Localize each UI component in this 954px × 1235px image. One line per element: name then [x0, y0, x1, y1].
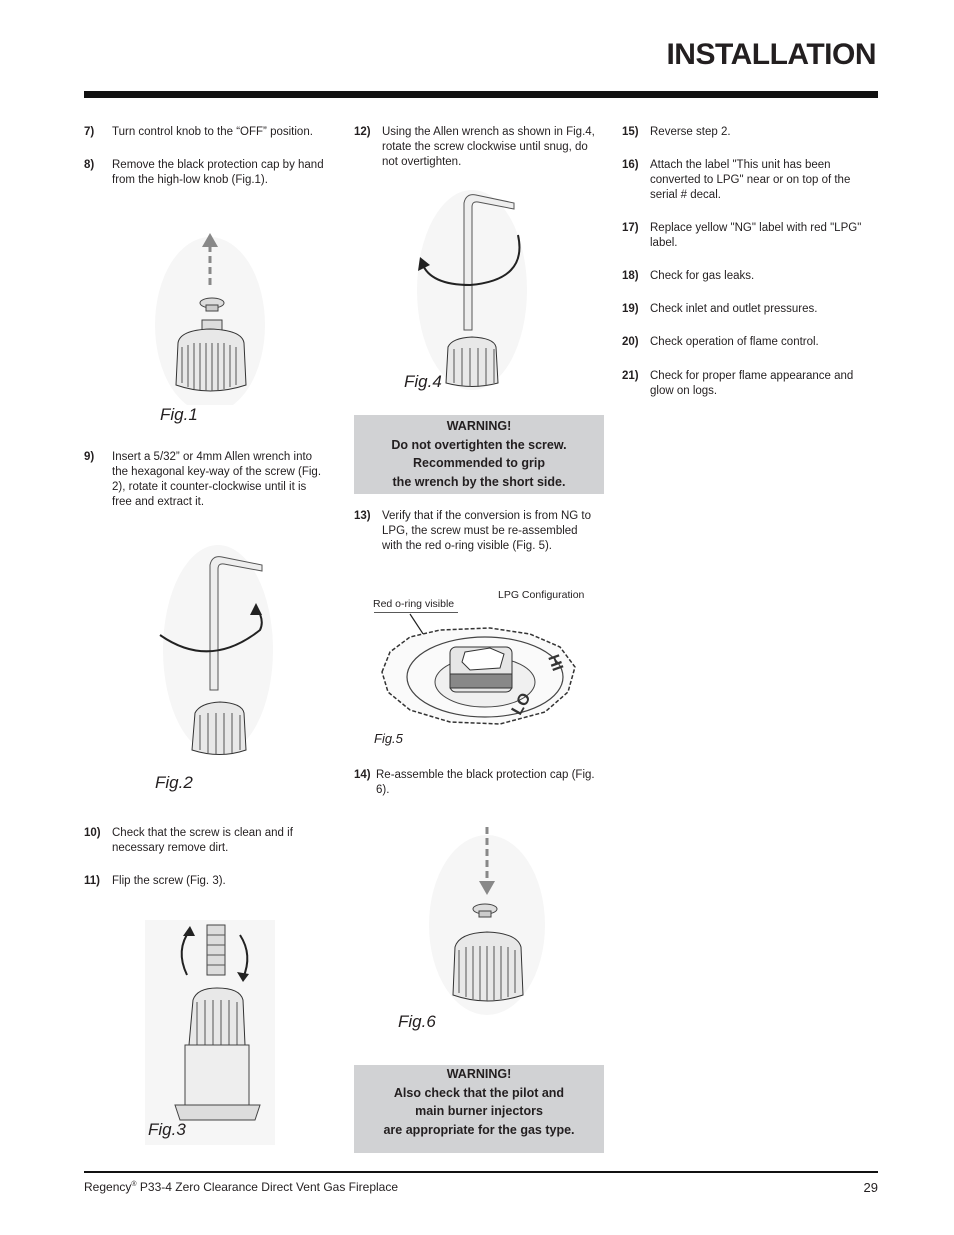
step-19: 19) Check inlet and outlet pressures.	[622, 302, 867, 317]
footer-product-name: P33-4 Zero Clearance Direct Vent Gas Fir…	[139, 1180, 399, 1194]
fig2-illustration	[159, 545, 273, 755]
step-9: 9) Insert a 5/32” or 4mm Allen wrench in…	[84, 450, 329, 510]
step-text: Re-assemble the black protection cap (Fi…	[376, 769, 595, 796]
step-number: 10)	[84, 827, 101, 839]
footer-brand: Regency	[84, 1180, 132, 1194]
fig3-label: Fig.3	[148, 1120, 186, 1139]
warning-text: are appropriate for the gas type.	[383, 1122, 575, 1137]
step-21: 21) Check for proper flame appearance an…	[622, 369, 867, 399]
step-text: Replace yellow "NG" label with red "LPG"…	[650, 222, 862, 249]
footer-product: Regency® P33-4 Zero Clearance Direct Ven…	[84, 1180, 398, 1194]
step-number: 12)	[354, 126, 371, 138]
fig5-label: Fig.5	[374, 731, 403, 746]
step-number: 11)	[84, 875, 100, 887]
warning-box-1: WARNING! Do not overtighten the screw. R…	[354, 415, 604, 494]
step-number: 16)	[622, 159, 639, 171]
step-number: 15)	[622, 126, 639, 138]
step-number: 14)	[354, 769, 371, 781]
fig5-caption-left: Red o-ring visible	[373, 598, 455, 610]
step-text: Check operation of flame control.	[650, 336, 819, 348]
step-14: 14) Re-assemble the black protection cap…	[354, 768, 599, 798]
warning-text: Recommended to grip	[413, 456, 545, 470]
fig6-illustration	[429, 827, 545, 1015]
step-text: Verify that if the conversion is from NG…	[382, 510, 591, 552]
step-text: Check for proper flame appearance and gl…	[650, 370, 854, 397]
fig5-caption-right: LPG Configuration	[498, 589, 585, 601]
step-number: 17)	[622, 222, 639, 234]
fig4-label: Fig.4	[404, 372, 442, 391]
page-title: INSTALLATION	[666, 38, 876, 71]
step-number: 21)	[622, 370, 639, 382]
warning-text: Also check that the pilot and	[393, 1085, 565, 1100]
step-13: 13) Verify that if the conversion is fro…	[354, 509, 599, 554]
step-18: 18) Check for gas leaks.	[622, 269, 867, 284]
warning-box-2: WARNING! Also check that the pilot and m…	[354, 1065, 604, 1153]
step-text: Check for gas leaks.	[650, 270, 755, 282]
step-number: 8)	[84, 159, 95, 171]
registered-mark: ®	[131, 1181, 137, 1188]
warning-text: main burner injectors	[415, 1104, 543, 1118]
step-text: Turn control knob to the “OFF” position.	[112, 126, 313, 138]
step-number: 7)	[84, 126, 95, 138]
warning-heading: WARNING!	[446, 1067, 512, 1081]
warning-text: Do not overtighten the screw.	[391, 437, 567, 452]
header-rule	[84, 91, 878, 98]
step-17: 17) Replace yellow "NG" label with red "…	[622, 221, 867, 251]
step-text: Reverse step 2.	[650, 126, 731, 138]
step-text: Using the Allen wrench as shown in Fig.4…	[382, 126, 595, 168]
step-20: 20) Check operation of flame control.	[622, 335, 867, 350]
step-7: 7) Turn control knob to the “OFF” positi…	[84, 125, 329, 140]
step-12: 12) Using the Allen wrench as shown in F…	[354, 125, 599, 170]
fig5-illustration: HI LO	[374, 612, 576, 725]
fig3-illustration	[145, 920, 275, 1145]
step-10: 10) Check that the screw is clean and if…	[84, 826, 329, 856]
step-text: Check that the screw is clean and if nec…	[112, 827, 293, 854]
warning-heading: WARNING!	[446, 419, 512, 433]
step-15: 15) Reverse step 2.	[622, 125, 867, 140]
step-text: Insert a 5/32” or 4mm Allen wrench into …	[112, 451, 322, 508]
step-number: 19)	[622, 303, 639, 315]
step-text: Remove the black protection cap by hand …	[112, 159, 324, 186]
step-number: 18)	[622, 270, 639, 282]
step-text: Flip the screw (Fig. 3).	[112, 875, 226, 887]
fig1-illustration	[155, 233, 265, 405]
step-number: 9)	[84, 451, 95, 463]
fig2-label: Fig.2	[155, 773, 193, 792]
step-16: 16) Attach the label "This unit has been…	[622, 158, 867, 203]
page-number: 29	[863, 1180, 878, 1195]
step-text: Check inlet and outlet pressures.	[650, 303, 818, 315]
step-number: 13)	[354, 510, 371, 522]
step-8: 8) Remove the black protection cap by ha…	[84, 158, 329, 188]
footer-rule	[84, 1171, 878, 1173]
fig6-label: Fig.6	[398, 1012, 436, 1031]
fig4-illustration	[417, 190, 527, 390]
warning-text: the wrench by the short side.	[392, 474, 566, 489]
fig1-label: Fig.1	[160, 405, 198, 424]
step-number: 20)	[622, 336, 639, 348]
step-11: 11) Flip the screw (Fig. 3).	[84, 874, 329, 889]
svg-text:HI: HI	[544, 653, 565, 674]
step-text: Attach the label "This unit has been con…	[650, 159, 851, 201]
